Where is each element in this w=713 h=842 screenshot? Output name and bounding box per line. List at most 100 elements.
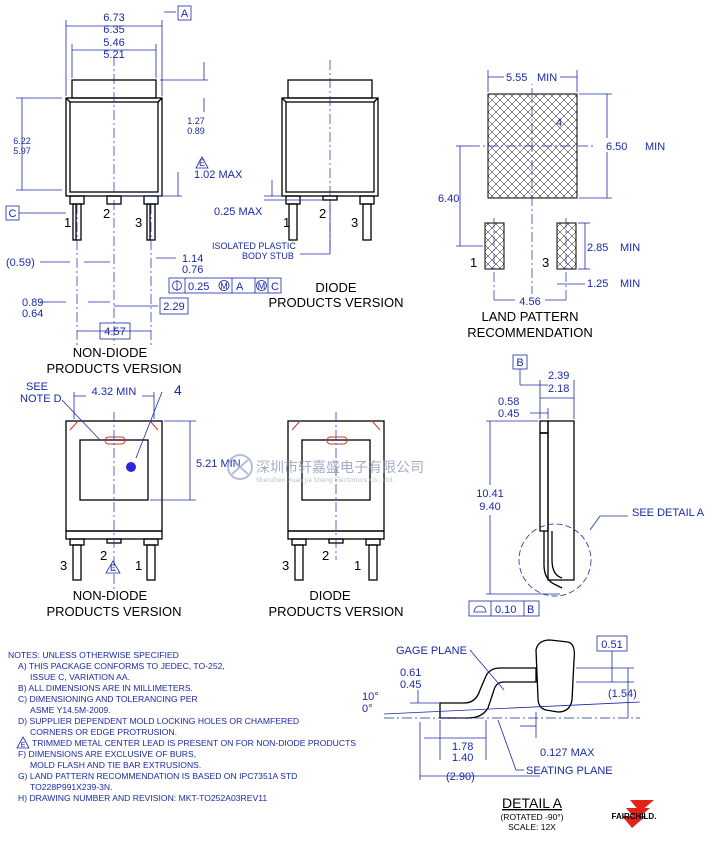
dim-1-14: 1.14 [182, 253, 203, 265]
dim-1-27: 1.27 [187, 116, 205, 126]
label-products-version-top-mid: PRODUCTS VERSION [268, 295, 403, 310]
dim-4-57: 4.57 [104, 326, 125, 338]
dim-0-25-max: 0.25 MAX [214, 206, 263, 218]
dim-0-61: 0.61 [400, 667, 421, 679]
datum-a: A [181, 8, 189, 20]
bottom-view-non-diode [65, 412, 163, 590]
dim-4-56: 4.56 [519, 296, 540, 308]
dim-4-32-min: 4.32 MIN [92, 386, 137, 398]
side-view [518, 420, 592, 597]
fairchild-logo: FAIRCHILD. [612, 800, 656, 828]
label-body-stub: BODY STUB [242, 251, 294, 261]
note-12: TO228P991X239-3N. [30, 782, 113, 792]
ref-4-bottom: 4 [174, 382, 182, 398]
label-land-pattern: LAND PATTERN [481, 309, 578, 324]
dim-6-40: 6.40 [438, 193, 459, 205]
top-view-non-diode [65, 56, 163, 345]
label-products-version-bottom-mid: PRODUCTS VERSION [268, 604, 403, 619]
dim-6-50: 6.50 [606, 141, 627, 153]
datum-c: C [9, 208, 17, 220]
label-seating-plane: SEATING PLANE [526, 765, 613, 777]
tol-datum-c: C [271, 281, 279, 293]
dim-0-76: 0.76 [182, 264, 203, 276]
label-non-diode-bottom: NON-DIODE [73, 588, 148, 603]
dim-5-21-min: 5.21 MIN [196, 458, 241, 470]
note-8: TRIMMED METAL CENTER LEAD IS PRESENT ON … [32, 738, 356, 748]
watermark-en: Shenzhen Xuan Jia Sheng Electronics Co.,… [256, 477, 394, 484]
pin-3-diode: 3 [351, 215, 358, 230]
angle-0: 0° [362, 703, 373, 715]
dim-0-59: (0.59) [6, 257, 35, 269]
flatness-datum-b: B [527, 604, 534, 616]
note-10: MOLD FLASH AND TIE BAR EXTRUSIONS. [30, 760, 201, 770]
land-pattern [470, 70, 595, 300]
note-e-bottom: E [110, 563, 116, 573]
tol-0-25: 0.25 [188, 281, 209, 293]
pin-3-top: 3 [135, 215, 142, 230]
label-isolated-plastic: ISOLATED PLASTIC [212, 241, 296, 251]
pin-2-top: 2 [103, 206, 110, 221]
mod-m: M [220, 281, 228, 291]
dim-2-85-min: MIN [620, 242, 640, 254]
dim-9-40: 9.40 [479, 501, 500, 513]
tol-datum-a: A [236, 281, 244, 293]
label-diode-bottom: DIODE [309, 588, 351, 603]
dim-5-21: 5.21 [103, 49, 124, 61]
pin-2-diode-bottom: 2 [322, 548, 329, 563]
label-detail-a: DETAIL A [502, 795, 563, 811]
dim-5-55: 5.55 [506, 72, 527, 84]
note-5: ASME Y14.5M-2009. [30, 705, 111, 715]
note-3: B) ALL DIMENSIONS ARE IN MILLIMETERS. [18, 683, 193, 693]
datum-b: B [516, 357, 523, 369]
land-pin-3: 3 [542, 255, 549, 270]
note-9: F) DIMENSIONS ARE EXCLUSIVE OF BURS, [18, 749, 196, 759]
angle-10: 10° [362, 691, 379, 703]
dim-2-85: 2.85 [587, 242, 608, 254]
pin-1-diode-bottom: 1 [354, 558, 361, 573]
note-1: A) THIS PACKAGE CONFORMS TO JEDEC, TO-25… [18, 661, 225, 671]
dim-1-02-max: 1.02 MAX [194, 169, 243, 181]
dim-5-55-min: MIN [537, 72, 557, 84]
label-rotated: (ROTATED -90°) [500, 812, 563, 822]
dim-6-50-min: MIN [645, 141, 665, 153]
pin-2-bottom: 2 [100, 548, 107, 563]
dim-0-89: 0.89 [22, 297, 43, 309]
bottom-view-diode [287, 412, 385, 581]
label-diode-top: DIODE [315, 280, 357, 295]
dim-0-127-max: 0.127 MAX [540, 747, 595, 759]
label-scale: SCALE: 12X [508, 822, 556, 832]
watermark: 深圳市轩嘉盛电子有限公司 Shenzhen Xuan Jia Sheng Ele… [227, 454, 424, 484]
note-6: D) SUPPLIER DEPENDENT MOLD LOCKING HOLES… [18, 716, 299, 726]
dim-6-35: 6.35 [103, 24, 124, 36]
watermark-cn: 深圳市轩嘉盛电子有限公司 [256, 459, 424, 476]
note-e-mark: E [21, 742, 26, 749]
label-see: SEE [26, 381, 48, 393]
land-pin-1: 1 [470, 255, 477, 270]
dim-0-51: 0.51 [601, 639, 622, 651]
pin-2-diode: 2 [319, 206, 326, 221]
dim-1-54: (1.54) [608, 688, 637, 700]
label-non-diode-top: NON-DIODE [73, 345, 148, 360]
notes: NOTES: UNLESS OTHERWISE SPECIFIED A) THI… [8, 650, 356, 803]
dim-0-45-b: 0.45 [400, 679, 421, 691]
label-gage-plane: GAGE PLANE [396, 645, 467, 657]
pin-3-bottom: 3 [60, 558, 67, 573]
pin-1-top: 1 [64, 215, 71, 230]
label-recommendation: RECOMMENDATION [467, 325, 592, 340]
note-0: NOTES: UNLESS OTHERWISE SPECIFIED [8, 650, 179, 660]
dim-2-39: 2.39 [548, 370, 569, 382]
label-note-d: NOTE D [20, 393, 62, 405]
dim-0-89-b: 0.89 [187, 126, 205, 136]
dim-1-25-min: MIN [620, 278, 640, 290]
dim-2-29: 2.29 [163, 301, 184, 313]
dim-5-97: 5.97 [13, 146, 31, 156]
land-pad-4: 4 [556, 117, 562, 129]
note-7: CORNERS OR EDGE PROTRUSION. [30, 727, 177, 737]
dim-0-58: 0.58 [498, 396, 519, 408]
dim-1-40: 1.40 [452, 752, 473, 764]
label-products-version-bottom-left: PRODUCTS VERSION [46, 604, 181, 619]
dim-2-90: (2.90) [446, 771, 475, 783]
dim-10-41: 10.41 [476, 488, 504, 500]
flatness-0-10: 0.10 [495, 604, 516, 616]
